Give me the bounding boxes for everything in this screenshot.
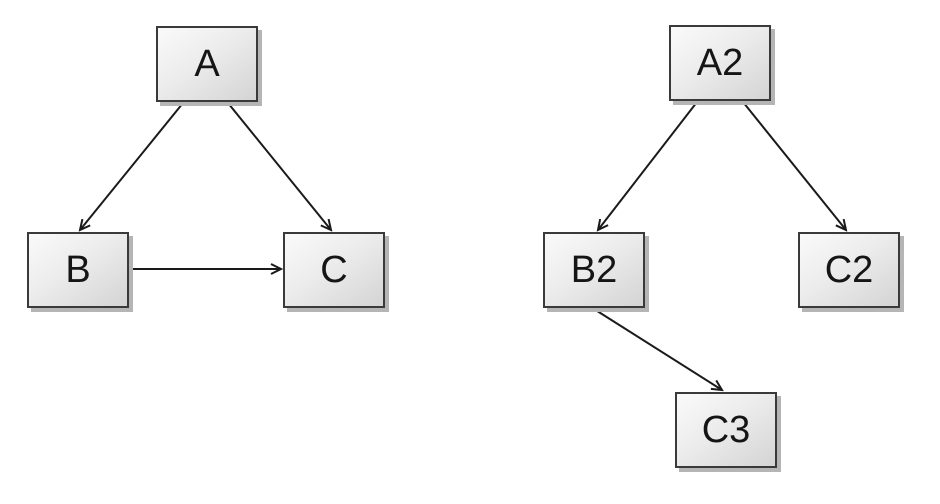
node-c3-label: C3 [701, 409, 751, 451]
node-c2-label: C2 [824, 249, 874, 291]
node-a2: A2 [669, 25, 771, 101]
node-b-label: B [65, 249, 91, 291]
edge-a-to-b [80, 102, 184, 230]
edge-a2-to-b2 [598, 101, 698, 230]
node-c2: C2 [798, 232, 900, 308]
node-a2-label: A2 [696, 42, 744, 84]
node-b2: B2 [543, 232, 645, 308]
node-a-label: A [194, 43, 220, 85]
node-c: C [283, 232, 385, 308]
edge-a2-to-c2 [742, 101, 846, 230]
edge-a-to-c [227, 102, 331, 230]
node-b: B [27, 232, 129, 308]
node-a: A [156, 26, 258, 102]
node-b2-label: B2 [570, 249, 618, 291]
edge-b2-to-c3 [593, 308, 722, 390]
node-c3: C3 [675, 392, 777, 468]
node-c-label: C [320, 249, 348, 291]
